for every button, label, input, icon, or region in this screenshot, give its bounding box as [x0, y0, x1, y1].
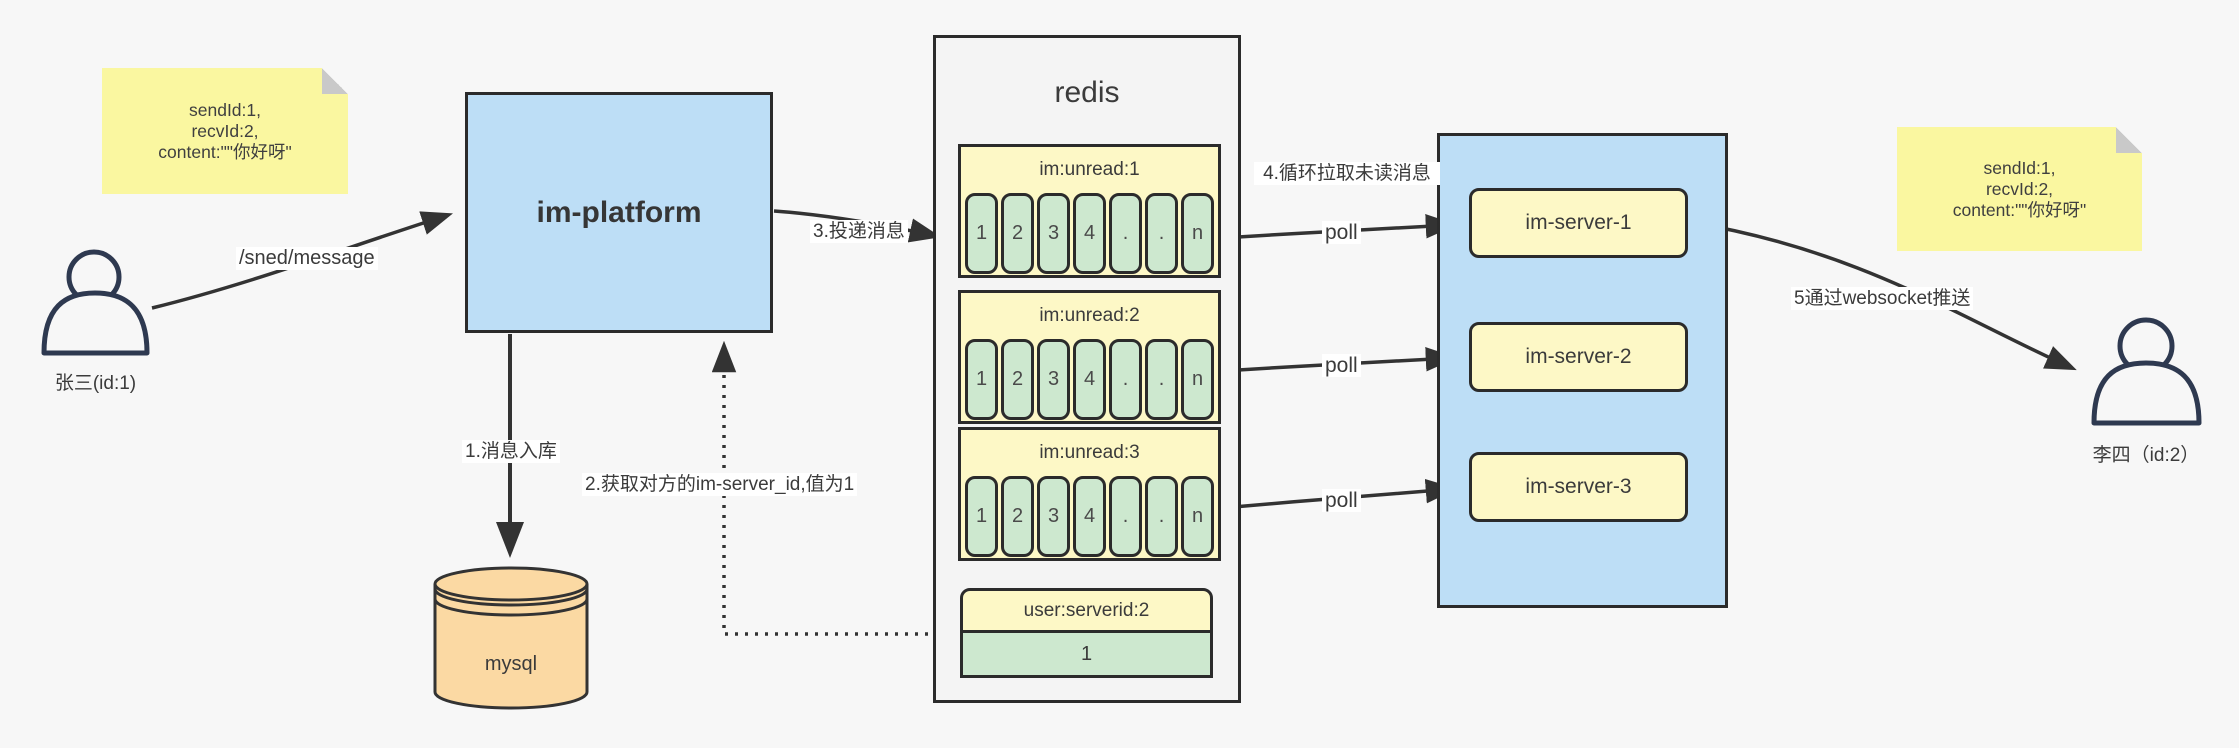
queue-cell: n — [1181, 193, 1214, 274]
redis-title: redis — [1054, 76, 1120, 109]
queue-cell: n — [1181, 339, 1214, 420]
mysql-cylinder-icon — [433, 566, 589, 710]
queue-cell: 2 — [1001, 339, 1034, 420]
edge-label-poll-1: poll — [1322, 221, 1361, 244]
queue-cells: 1 2 3 4 . . n — [961, 193, 1218, 274]
kv-key: user:serverid:2 — [960, 588, 1213, 633]
edge-label-send: /sned/message — [236, 247, 378, 270]
queue-cell: 2 — [1001, 476, 1034, 557]
queue-cell: . — [1109, 476, 1142, 557]
kv-value: 1 — [960, 633, 1213, 678]
note-line: recvId:2, — [1985, 178, 2054, 199]
queue-cell: 1 — [965, 339, 998, 420]
note-line: sendId:1, — [189, 99, 261, 120]
note-line: recvId:2, — [191, 120, 259, 141]
im-server-2-node: im-server-2 — [1469, 322, 1688, 392]
queue-cell: n — [1181, 476, 1214, 557]
redis-kv-user-serverid: user:serverid:2 1 — [960, 588, 1213, 678]
queue-cell: 2 — [1001, 193, 1034, 274]
edge-label-deliver: 3.投递消息 — [810, 220, 908, 243]
edge-label-pull: 4.循环拉取未读消息 — [1254, 162, 1440, 185]
redis-queue-unread-1: im:unread:1 1 2 3 4 . . n — [958, 144, 1221, 278]
queue-cells: 1 2 3 4 . . n — [961, 476, 1218, 557]
im-server-3-node: im-server-3 — [1469, 452, 1688, 522]
mysql-label: mysql — [484, 653, 538, 675]
queue-cell: 3 — [1037, 476, 1070, 557]
queue-title: im:unread:2 — [1039, 305, 1140, 326]
note-fold-corner — [322, 68, 348, 94]
message-note-left: sendId:1, recvId:2, content:""你好呀" — [102, 68, 348, 194]
edge-label-push: 5通过websocket推送 — [1791, 287, 1974, 310]
queue-cells: 1 2 3 4 . . n — [961, 339, 1218, 420]
queue-cell: 4 — [1073, 193, 1106, 274]
edge-label-poll-3: poll — [1322, 489, 1361, 512]
note-line: content:""你好呀" — [158, 141, 292, 162]
queue-cell: 3 — [1037, 193, 1070, 274]
edge-label-store: 1.消息入库 — [462, 440, 560, 463]
redis-queue-unread-3: im:unread:3 1 2 3 4 . . n — [958, 427, 1221, 561]
queue-cell: 1 — [965, 476, 998, 557]
sender-person-icon — [41, 249, 150, 356]
queue-cell: . — [1145, 339, 1178, 420]
edge-label-poll-2: poll — [1322, 354, 1361, 377]
queue-cell: . — [1145, 476, 1178, 557]
note-line: content:""你好呀" — [1952, 199, 2087, 220]
queue-title: im:unread:1 — [1039, 159, 1140, 180]
queue-cell: . — [1145, 193, 1178, 274]
queue-cell: 1 — [965, 193, 998, 274]
note-fold-corner — [2116, 127, 2142, 153]
redis-queue-unread-2: im:unread:2 1 2 3 4 . . n — [958, 290, 1221, 424]
receiver-label: 李四（id:2） — [2092, 445, 2200, 466]
message-note-right: sendId:1, recvId:2, content:""你好呀" — [1897, 127, 2142, 251]
queue-title: im:unread:3 — [1039, 442, 1140, 463]
queue-cell: 4 — [1073, 476, 1106, 557]
receiver-person-icon — [2091, 317, 2202, 426]
edge-label-lookup: 2.获取对方的im-server_id,值为1 — [582, 473, 858, 496]
queue-cell: 3 — [1037, 339, 1070, 420]
queue-cell: . — [1109, 339, 1142, 420]
im-server-1-node: im-server-1 — [1469, 188, 1688, 258]
sender-label: 张三(id:1) — [54, 373, 137, 394]
im-platform-node: im-platform — [465, 92, 773, 333]
queue-cell: . — [1109, 193, 1142, 274]
queue-cell: 4 — [1073, 339, 1106, 420]
note-line: sendId:1, — [1983, 157, 2056, 178]
